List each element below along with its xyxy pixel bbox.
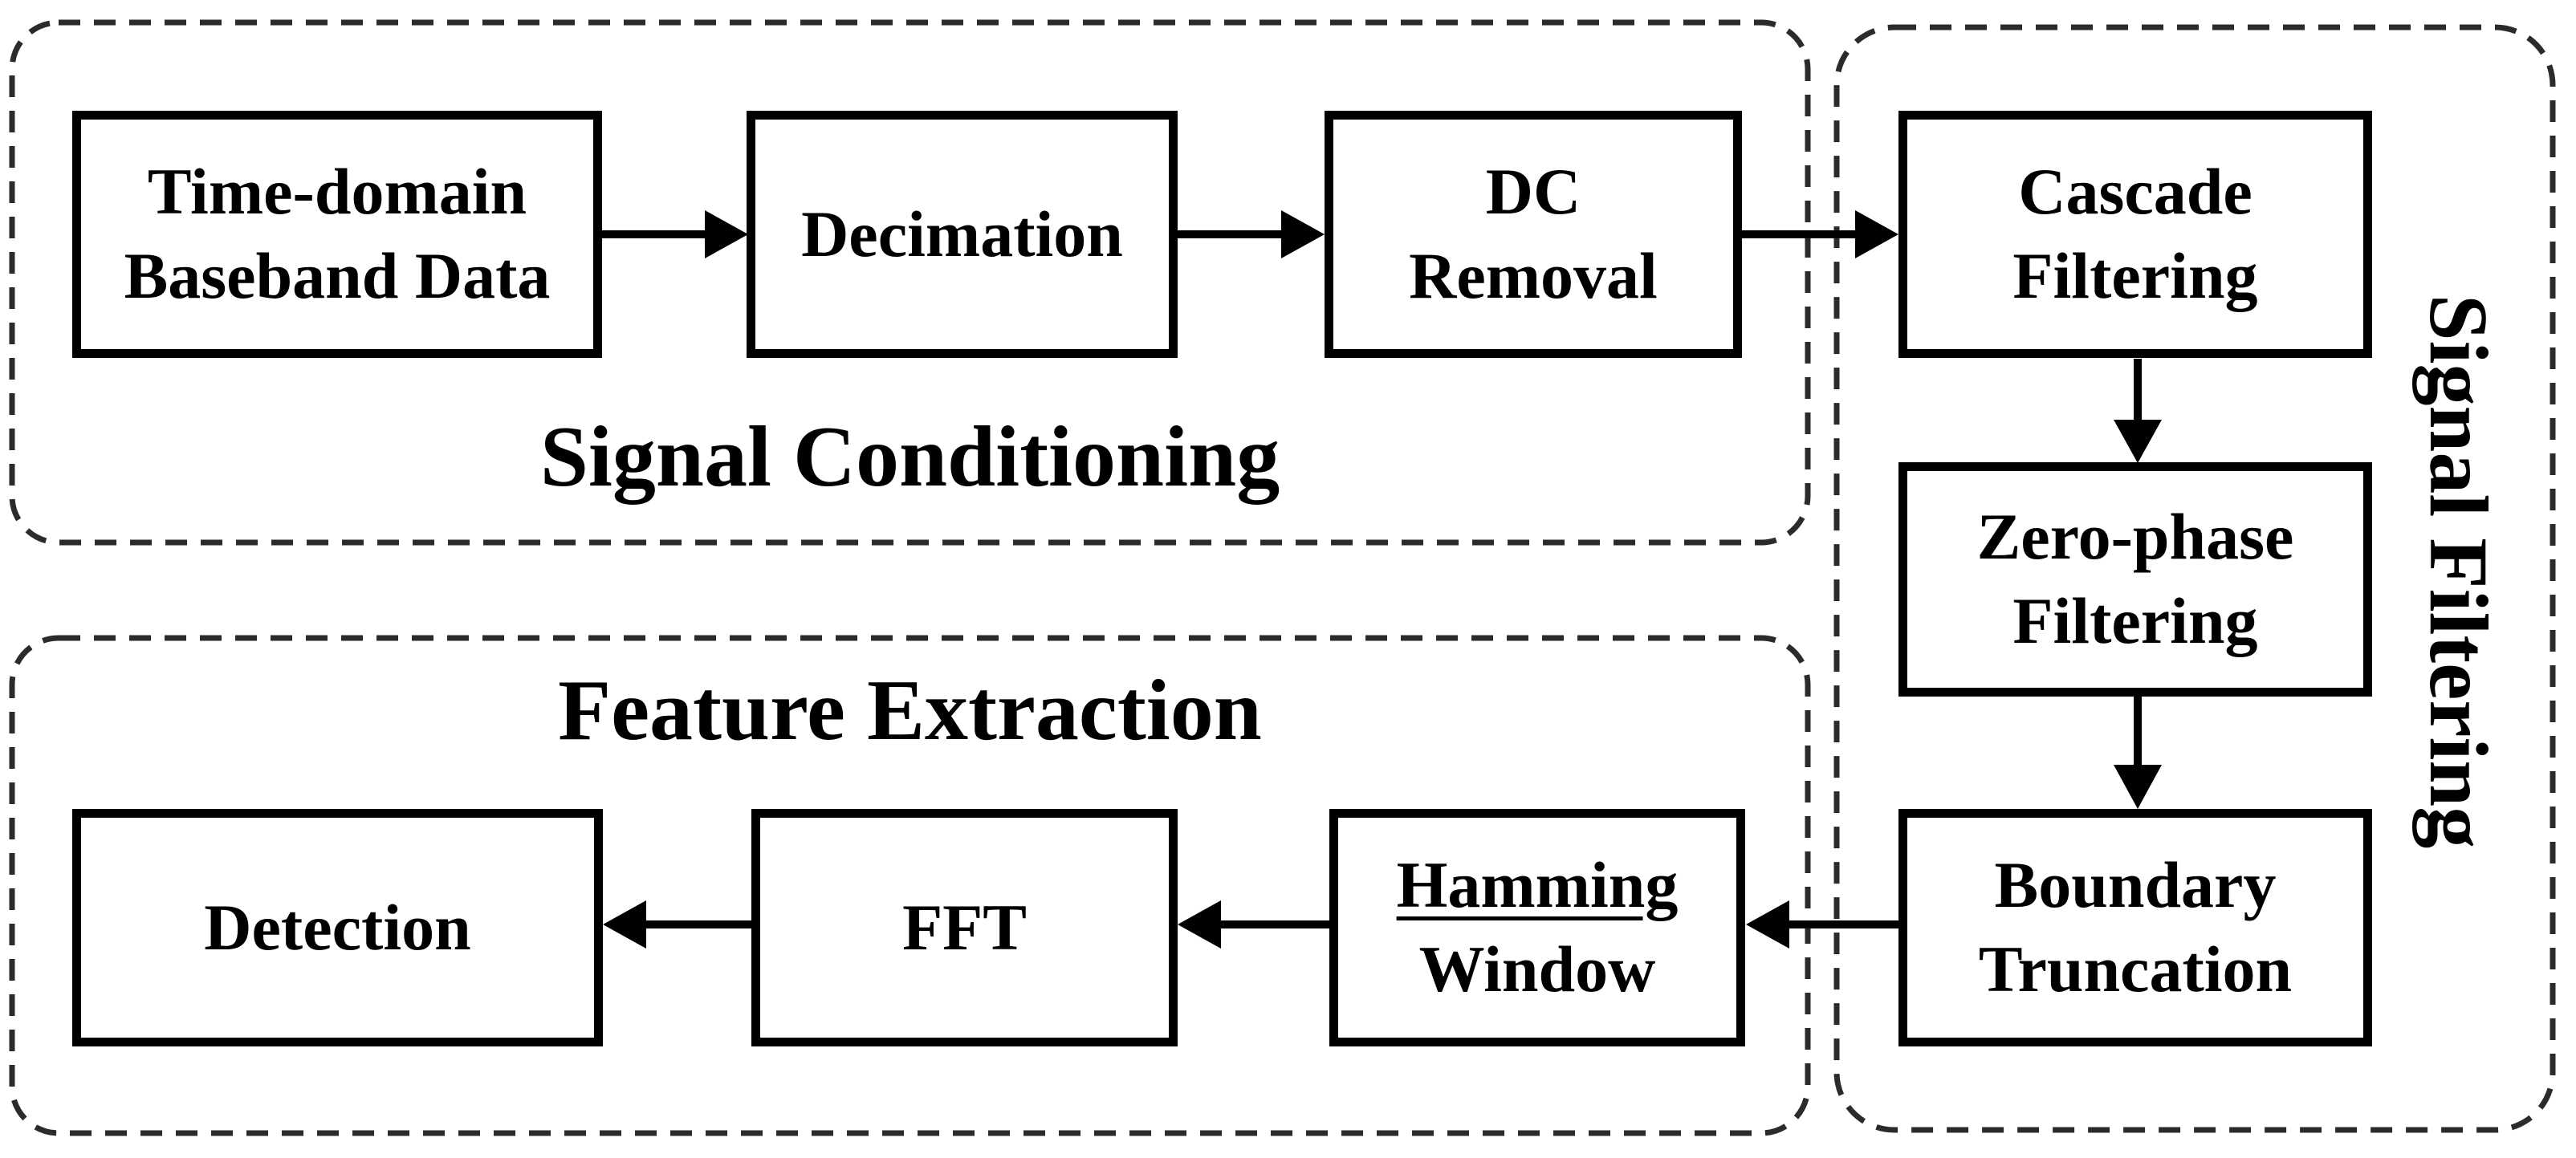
node-time-domain-baseband-data: Time-domain Baseband Data (72, 111, 602, 358)
node-label-line: Hamming (1396, 848, 1679, 922)
node-label-line: Truncation (1978, 932, 2293, 1006)
node-label-line: Baseband Data (124, 239, 551, 312)
node-cascade-filtering: Cascade Filtering (1898, 111, 2372, 358)
node-label-line: Decimation (801, 197, 1123, 270)
arrow-dc-removal-to-cascade-filtering (1742, 210, 1898, 258)
node-label-line: Cascade (2018, 155, 2252, 229)
node-label-line: Zero-phase (1976, 500, 2294, 574)
feature-extraction-container-border (9, 635, 1811, 1136)
arrow-zero-phase-to-boundary (2114, 697, 2162, 809)
node-label-line: FFT (902, 890, 1027, 964)
arrow-boundary-to-hamming (1746, 900, 1898, 949)
node-label-line: Detection (204, 890, 471, 964)
node-boundary-truncation: Boundary Truncation (1898, 809, 2372, 1046)
signal-conditioning-container-border (9, 19, 1811, 546)
node-zero-phase-filtering: Zero-phase Filtering (1898, 462, 2372, 697)
feature-extraction-heading: Feature Extraction (558, 663, 1262, 758)
node-label-line: Removal (1409, 239, 1658, 312)
node-decimation: Decimation (747, 111, 1178, 358)
node-label-line: DC (1485, 155, 1581, 229)
node-label-line: Filtering (2012, 239, 2258, 312)
node-hamming-window: Hamming Window (1329, 809, 1745, 1046)
node-label-line: Filtering (2012, 584, 2258, 657)
arrow-hamming-to-fft (1178, 900, 1329, 949)
signal-filtering-container-border (1833, 24, 2556, 1133)
node-label-line: Time-domain (147, 155, 527, 229)
node-detection: Detection (72, 809, 603, 1046)
signal-conditioning-heading: Signal Conditioning (539, 409, 1280, 505)
arrow-cascade-to-zero-phase (2114, 359, 2162, 463)
signal-filtering-heading: Signal Filtering (2412, 294, 2505, 849)
node-label-line: Window (1418, 932, 1656, 1006)
node-fft: FFT (751, 809, 1178, 1046)
arrow-fft-to-detection (603, 900, 751, 949)
node-dc-removal: DC Removal (1325, 111, 1742, 358)
arrow-tdb-to-decimation (602, 210, 748, 258)
arrow-decimation-to-dc-removal (1178, 210, 1325, 258)
node-label-line: Boundary (1994, 848, 2277, 922)
